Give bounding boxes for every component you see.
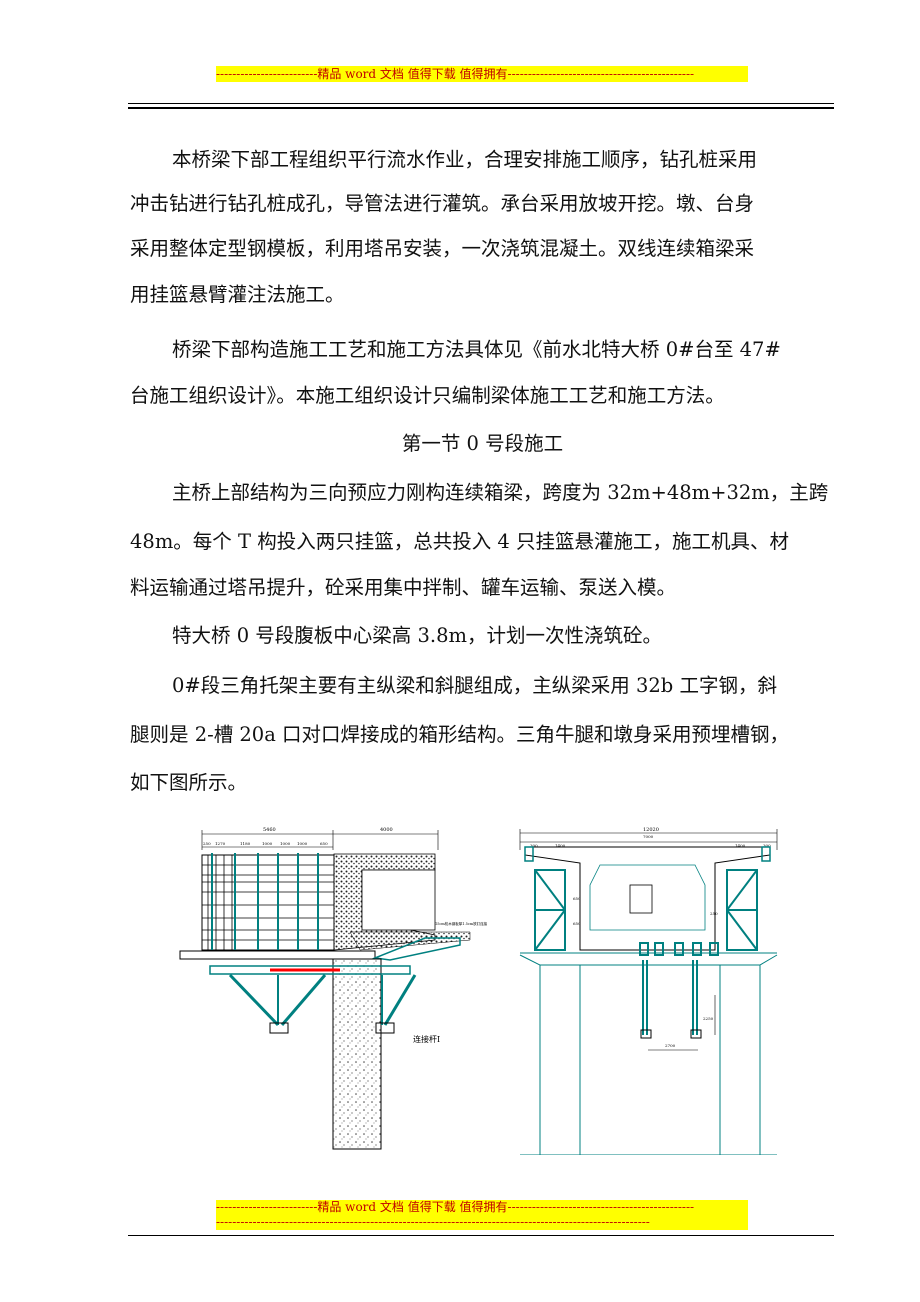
right-dim-t1: 300	[530, 843, 538, 848]
left-dim-s2: 1270	[215, 841, 226, 846]
header-rule-thick	[128, 107, 834, 109]
p1-line-4: 用挂篮悬臂灌注法施工。	[130, 283, 345, 306]
right-dim-t3: 1400	[735, 843, 746, 848]
right-section-drawing: 12020 7000 300 1400 1400 300 650 650 250…	[519, 827, 778, 1155]
paragraph-1: 本桥梁下部工程组织平行流水作业，合理安排施工顺序，钻孔桩采用	[130, 138, 835, 182]
header-rule	[128, 103, 834, 104]
left-dim-s7: 650	[320, 841, 328, 846]
left-dim-s4: 1000	[262, 841, 273, 846]
right-dim-t2: 1400	[555, 843, 566, 848]
left-bracket-drawing: 5460 4000 250 1270 1180 1000 1000 1000 6…	[179, 827, 488, 1150]
right-dim-s3: 250	[710, 911, 718, 916]
p2-line-1: 桥梁下部构造施工工艺和施工方法具体见《前水北特大桥 0#台至 47#	[172, 338, 781, 361]
p2-line-2: 台施工组织设计》。本施工组织设计只编制梁体施工工艺和施工方法。	[130, 384, 725, 407]
left-dim-s5: 1000	[280, 841, 291, 846]
left-dim-s1: 250	[203, 841, 211, 846]
footer-rule	[128, 1235, 834, 1236]
p1-line-1: 本桥梁下部工程组织平行流水作业，合理安排施工顺序，钻孔桩采用	[172, 148, 758, 171]
right-dim-t4: 300	[763, 843, 771, 848]
p1-line-3: 采用整体定型钢模板，利用塔吊安装，一次浇筑混凝土。双线连续箱梁采	[130, 237, 755, 260]
p3-line-2: 48m。每个 T 构投入两只挂篮，总共投入 4 只挂篮悬灌施工，施工机具、材	[130, 530, 790, 553]
left-dim-s6: 1000	[297, 841, 308, 846]
p3-line-3: 料运输通过塔吊提升，砼采用集中拌制、罐车运输、泵送入模。	[130, 576, 677, 599]
footer-banner-dashes: ----------------------------------------…	[216, 1215, 650, 1229]
p5-line-1: 0#段三角托架主要有主纵梁和斜腿组成，主纵梁采用 32b 工字钢，斜	[172, 674, 777, 697]
header-banner: -------------------------精品 word 文档 值得下载…	[216, 66, 748, 82]
section-title: 第一节 0 号段施工	[401, 432, 564, 455]
right-dim-s2: 650	[573, 921, 581, 926]
p4-line-1: 特大桥 0 号段腹板中心梁高 3.8m，计划一次性浇筑砼。	[172, 624, 663, 647]
right-dim-sub: 7000	[643, 834, 654, 839]
footer-banner: -------------------------精品 word 文档 值得下载…	[216, 1200, 748, 1230]
left-dim-right: 4000	[380, 827, 393, 833]
left-dim-s3: 1180	[240, 841, 251, 846]
p5-line-3: 如下图所示。	[130, 771, 248, 794]
footer-banner-text: -------------------------精品 word 文档 值得下载…	[216, 1200, 695, 1214]
right-dim-height: 2250	[703, 1016, 714, 1021]
p5-line-2: 腿则是 2-槽 20a 口对口焊接成的箱形结构。三角牛腿和墩身采用预埋槽钢，	[130, 723, 790, 746]
right-dim-s1: 650	[573, 896, 581, 901]
left-dim-total: 5460	[263, 827, 276, 833]
left-note: 15cm枕木钢板厚1.5cm铁钉连接	[435, 921, 488, 926]
right-dim-total: 12020	[643, 827, 659, 833]
right-dim-width: 2700	[665, 1043, 676, 1048]
p1-line-2: 冲击钻进行钻孔桩成孔，导管法进行灌筑。承台采用放坡开挖。墩、台身	[130, 192, 755, 215]
left-label-connect: 连接杆I	[413, 1034, 440, 1044]
p3-line-1: 主桥上部结构为三向预应力刚构连续箱梁，跨度为 32m+48m+32m，主跨	[172, 481, 829, 504]
